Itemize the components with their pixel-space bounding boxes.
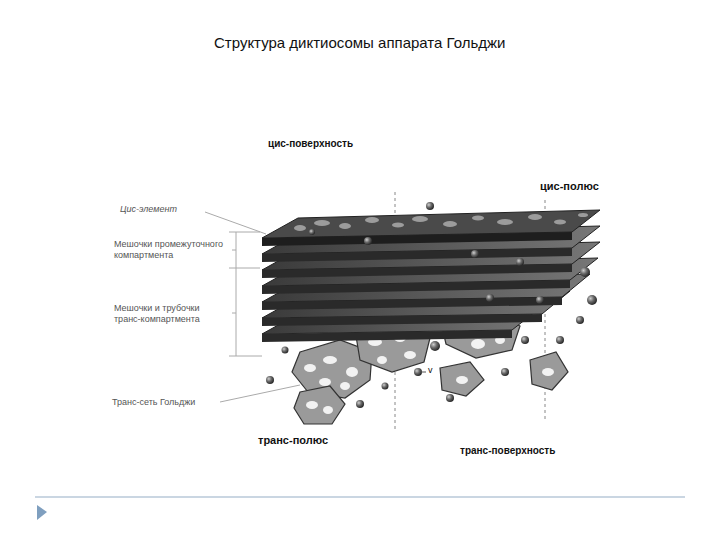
diagram-title: Структура диктиосомы аппарата Гольджи	[214, 34, 505, 51]
part-label: Мешочки и трубочки транс-компартмента	[112, 302, 228, 326]
surface-label: цис-поверхность	[268, 138, 353, 149]
surface-label: транс-поверхность	[460, 445, 555, 456]
part-label: Транс-сеть Гольджи	[110, 396, 197, 409]
pole-label: транс-полюс	[258, 434, 328, 446]
part-label: Цис-элемент	[118, 203, 179, 216]
part-label: Мешочки промежуточного компартмента	[112, 238, 228, 262]
vesicle-label: v	[428, 365, 433, 375]
pole-label: цис-полюс	[540, 180, 599, 192]
